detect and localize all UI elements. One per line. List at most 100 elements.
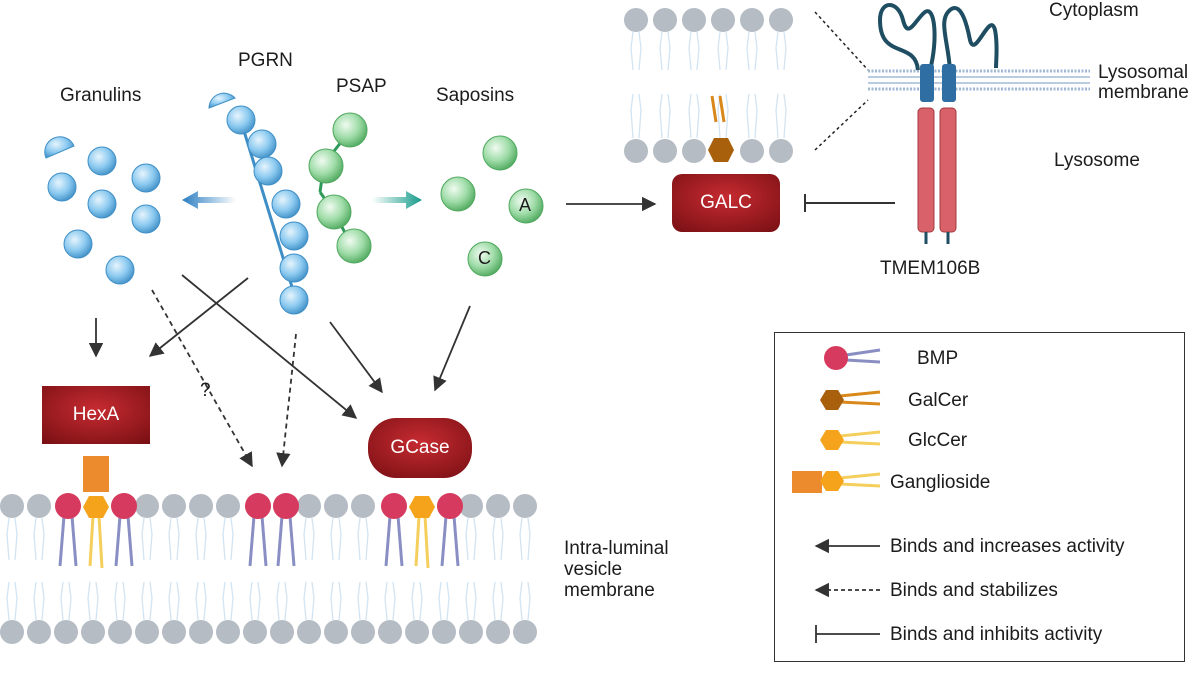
- lipid-headgroup: [297, 620, 321, 644]
- galcer-lipid: [708, 138, 734, 162]
- glycolipid: [83, 496, 109, 518]
- lipid-headgroup: [162, 620, 186, 644]
- bmp-lipid: [111, 493, 137, 519]
- lipid-headgroup: [351, 494, 375, 518]
- hexa-enzyme: [42, 386, 150, 444]
- gcase-enzyme: [368, 418, 472, 478]
- lipid-headgroup: [81, 620, 105, 644]
- lipid-headgroup: [216, 494, 240, 518]
- lipid-headgroup: [135, 620, 159, 644]
- saposin-a-label: A: [519, 195, 532, 215]
- legend-label-glccer: GlcCer: [908, 430, 968, 451]
- lipid-headgroup: [486, 620, 510, 644]
- legend-icons: [792, 346, 881, 643]
- zoom-line-top: [814, 11, 869, 71]
- lipid-headgroup: [624, 8, 648, 32]
- lipid-headgroup: [432, 620, 456, 644]
- saposins-label: Saposins: [436, 85, 515, 106]
- inhibition-bar-icon: [815, 625, 880, 643]
- lipid-headgroup: [324, 620, 348, 644]
- lipid-headgroup: [351, 620, 375, 644]
- lipid-headgroup: [297, 494, 321, 518]
- granulins-label: Granulins: [60, 85, 142, 106]
- saposin-a: [508, 188, 544, 224]
- glycolipid: [409, 496, 435, 518]
- lipid-headgroup: [27, 494, 51, 518]
- ilv-membrane-line2: vesicle: [564, 559, 623, 580]
- lipid-headgroup: [459, 494, 483, 518]
- legend-label-bmp: BMP: [917, 348, 959, 369]
- lysosomal-membrane-line1: Lysosomal: [1098, 62, 1189, 83]
- lipid-headgroup: [513, 620, 537, 644]
- lipid-headgroup: [405, 620, 429, 644]
- pgrn-label: PGRN: [238, 50, 293, 71]
- lipid-headgroup: [0, 620, 24, 644]
- pgrn-chain: [208, 92, 309, 315]
- lipid-headgroup: [486, 494, 510, 518]
- cytoplasm-label: Cytoplasm: [1049, 0, 1139, 21]
- lysosomal-membrane-label: Lysosomal membrane: [1098, 63, 1189, 103]
- lipid-headgroup: [740, 8, 764, 32]
- lipid-headgroup: [243, 620, 267, 644]
- galc-label: GALC: [700, 192, 752, 213]
- lipid-headgroup: [513, 494, 537, 518]
- bmp-lipid: [245, 493, 271, 519]
- saposin-c: [467, 241, 503, 277]
- lipid-headgroup: [27, 620, 51, 644]
- bmp-lipid: [55, 493, 81, 519]
- lipid-headgroup: [189, 620, 213, 644]
- arrow-psap-to-saposins: [372, 191, 422, 209]
- psap-label: PSAP: [336, 76, 387, 97]
- galc-enzyme: [672, 174, 780, 232]
- lysosome-label: Lysosome: [1054, 150, 1140, 171]
- legend-label-ganglioside: Ganglioside: [890, 472, 991, 493]
- lipid-headgroup: [324, 494, 348, 518]
- ilv-membrane-line3: membrane: [564, 580, 655, 601]
- lipid-headgroup: [624, 139, 648, 163]
- granulins-cluster: [44, 136, 161, 285]
- saposin-c-label: C: [478, 248, 491, 268]
- lipid-headgroup: [653, 139, 677, 163]
- legend-label-inhibit: Binds and inhibits activity: [890, 624, 1103, 645]
- lipid-headgroup: [653, 8, 677, 32]
- galcer-icon: [820, 390, 881, 410]
- lipid-headgroup: [459, 620, 483, 644]
- tmem106b-label: TMEM106B: [880, 258, 981, 279]
- question-mark: ?: [200, 380, 211, 401]
- legend-label-dashed-arrow: Binds and stabilizes: [890, 580, 1058, 601]
- lipid-headgroup: [711, 8, 735, 32]
- arrow-pgrn-to-granulins: [182, 191, 236, 209]
- ganglioside-icon: [792, 471, 881, 493]
- lipid-headgroup: [162, 494, 186, 518]
- legend-label-galcer: GalCer: [908, 390, 969, 411]
- relationship-arrows: [88, 274, 471, 468]
- tmem106b-icon: [877, 3, 999, 244]
- lipid-headgroup: [135, 494, 159, 518]
- lipid-headgroup: [769, 139, 793, 163]
- lipid-headgroup: [216, 620, 240, 644]
- lipid-headgroup: [682, 8, 706, 32]
- glccer-icon: [820, 430, 881, 450]
- lipid-headgroup: [270, 620, 294, 644]
- ilv-membrane-line1: Intra-luminal: [564, 538, 669, 559]
- ilv-membrane: [0, 493, 537, 644]
- bmp-lipid: [381, 493, 407, 519]
- legend-box: [774, 332, 1185, 662]
- psap-chain: [308, 112, 372, 264]
- lipid-headgroup: [378, 620, 402, 644]
- bmp-lipid: [273, 493, 299, 519]
- bmp-icon: [824, 346, 881, 370]
- lipid-headgroup: [682, 139, 706, 163]
- lysosomal-membrane-inset: [624, 8, 793, 163]
- lipid-headgroup: [108, 620, 132, 644]
- hexa-label: HexA: [72, 404, 120, 425]
- legend-label-solid-arrow: Binds and increases activity: [890, 536, 1125, 557]
- gcase-label: GCase: [390, 437, 450, 458]
- zoom-line-bottom: [814, 99, 869, 151]
- lysosomal-membrane-band: [868, 69, 1090, 91]
- ilv-membrane-label: Intra-luminal vesicle membrane: [564, 538, 669, 601]
- lipid-headgroup: [54, 620, 78, 644]
- hexa-ganglioside-block: [83, 456, 109, 492]
